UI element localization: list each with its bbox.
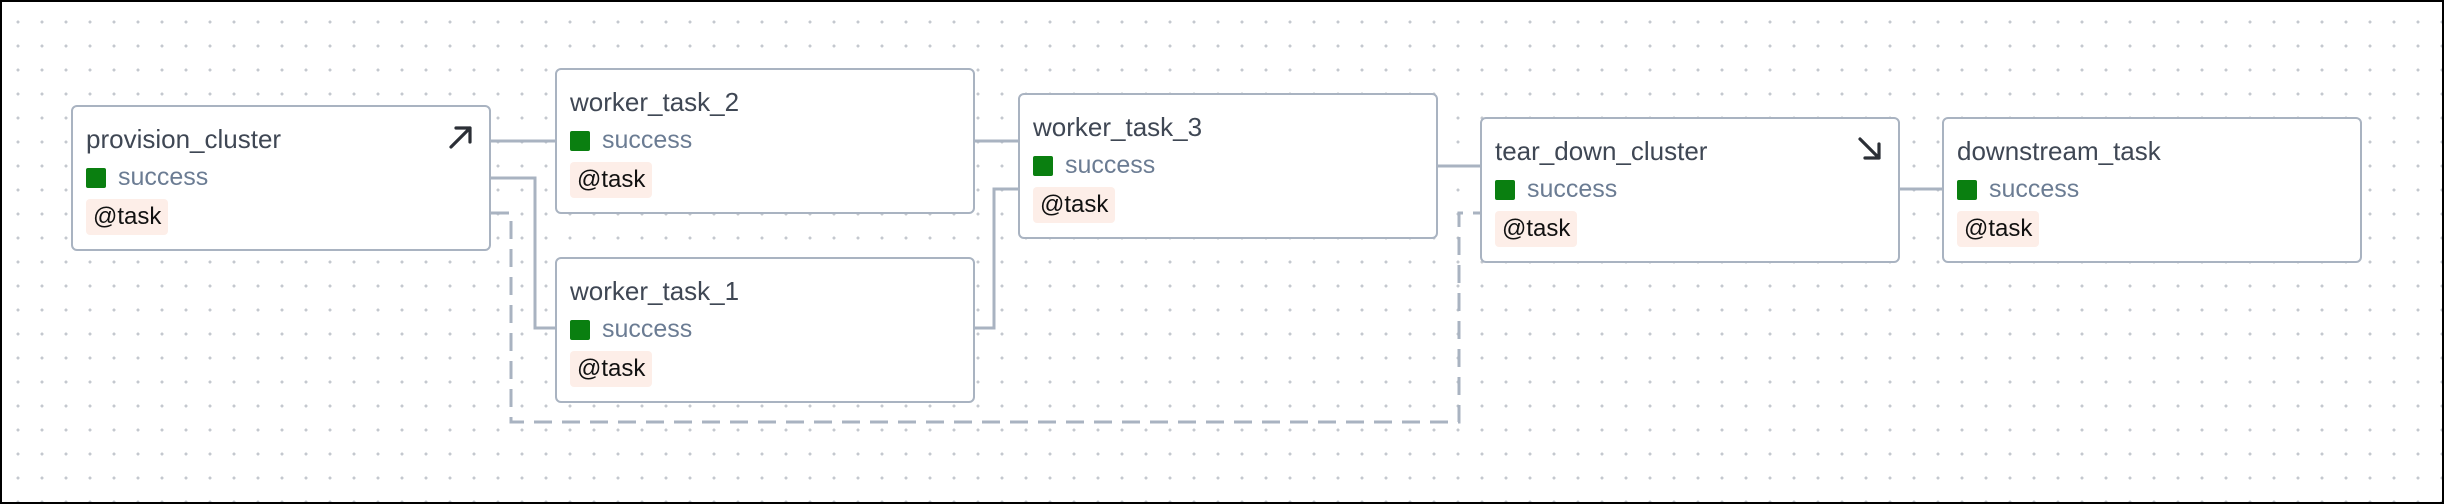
task-title: worker_task_2 <box>570 87 740 117</box>
task-node-worker-task-2[interactable]: worker_task_2 success @task <box>555 68 975 214</box>
task-status: success <box>570 315 692 344</box>
task-status: success <box>1495 175 1617 204</box>
arrow-up-right-icon[interactable] <box>445 121 477 153</box>
task-title: worker_task_3 <box>1033 112 1203 142</box>
task-type-badge: @task <box>1495 211 1578 247</box>
task-title: worker_task_1 <box>570 276 740 306</box>
status-indicator <box>86 167 106 188</box>
task-node-downstream-task[interactable]: downstream_task success @task <box>1942 117 2362 263</box>
task-type-badge: @task <box>570 162 653 198</box>
task-type-badge: @task <box>570 351 653 387</box>
edge-provision-to-worker1 <box>491 176 555 330</box>
task-type-badge: @task <box>86 199 169 235</box>
task-type-badge: @task <box>1033 187 1116 223</box>
status-indicator <box>1957 179 1977 200</box>
task-type-badge: @task <box>1957 211 2040 247</box>
status-label: success <box>602 126 693 154</box>
task-title: tear_down_cluster <box>1495 136 1708 166</box>
task-node-provision-cluster[interactable]: provision_cluster success @task <box>71 105 491 251</box>
status-indicator <box>1495 179 1515 200</box>
status-indicator <box>1033 155 1053 176</box>
edge-provision-to-teardown-dashed <box>491 211 1480 424</box>
status-label: success <box>1989 175 2080 203</box>
status-indicator <box>570 130 590 151</box>
status-label: success <box>1527 175 1618 203</box>
status-label: success <box>1065 151 1156 179</box>
task-node-worker-task-1[interactable]: worker_task_1 success @task <box>555 257 975 403</box>
task-title: provision_cluster <box>86 124 282 154</box>
task-title: downstream_task <box>1957 136 2161 166</box>
task-status: success <box>1033 151 1155 180</box>
edge-worker1-to-worker3 <box>975 187 1018 330</box>
status-label: success <box>602 315 693 343</box>
task-status: success <box>1957 175 2079 204</box>
task-node-tear-down-cluster[interactable]: tear_down_cluster success @task <box>1480 117 1900 263</box>
task-status: success <box>86 163 208 192</box>
task-status: success <box>570 126 692 155</box>
task-node-worker-task-3[interactable]: worker_task_3 success @task <box>1018 93 1438 239</box>
arrow-down-right-icon[interactable] <box>1854 133 1886 165</box>
status-label: success <box>118 163 209 191</box>
status-indicator <box>570 319 590 340</box>
